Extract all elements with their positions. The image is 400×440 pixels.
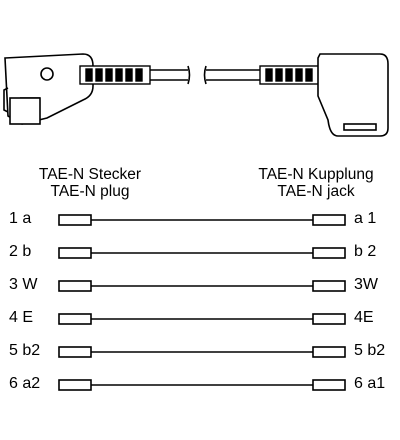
jack-pin-label: b 2	[354, 243, 377, 260]
cable-left-end	[187, 65, 191, 85]
plug-pin-contact	[58, 346, 92, 358]
jack-pin-contact	[312, 247, 346, 259]
plug-pin-contact	[58, 313, 92, 325]
cable-illustration	[3, 53, 389, 137]
jack-pin-label: 3W	[354, 276, 378, 293]
jack-pin-label: 5 b2	[354, 342, 386, 359]
plug-pin-label: 1 a	[9, 210, 32, 227]
jack-header: TAE-N Kupplung TAE-N jack	[246, 166, 386, 200]
plug-pin-contact	[58, 379, 92, 391]
plug-connector-hole	[40, 67, 54, 81]
plug-strain-relief	[79, 65, 151, 85]
jack-connector-body	[317, 53, 389, 137]
cable-left	[150, 69, 188, 81]
cable-right-start	[203, 65, 207, 85]
jack-pin-label: 4E	[354, 309, 374, 326]
plug-pin-label: 5 b2	[9, 342, 41, 359]
jack-pin-label: a 1	[354, 210, 377, 227]
plug-pin-label: 3 W	[9, 276, 38, 293]
plug-pin-contact	[58, 214, 92, 226]
plug-connector-base	[9, 97, 41, 125]
jack-header-title: TAE-N Kupplung	[258, 166, 374, 183]
jack-pin-contact	[312, 280, 346, 292]
plug-header: TAE-N Stecker TAE-N plug	[14, 166, 166, 200]
plug-pin-label: 2 b	[9, 243, 32, 260]
jack-pin-contact	[312, 379, 346, 391]
plug-pin-label: 4 E	[9, 309, 34, 326]
wiring-rows	[58, 214, 346, 391]
plug-pin-contact	[58, 247, 92, 259]
jack-header-subtitle: TAE-N jack	[277, 183, 355, 200]
jack-pin-label: 6 a1	[354, 375, 386, 392]
jack-pin-contact	[312, 214, 346, 226]
plug-header-subtitle: TAE-N plug	[50, 183, 130, 200]
plug-header-title: TAE-N Stecker	[38, 166, 142, 183]
jack-connector-slot	[343, 123, 377, 131]
cable-right	[206, 69, 260, 81]
jack-pin-contact	[312, 346, 346, 358]
plug-pin-contact	[58, 280, 92, 292]
plug-pin-label: 6 a2	[9, 375, 41, 392]
jack-strain-relief	[259, 65, 321, 85]
jack-pin-contact	[312, 313, 346, 325]
